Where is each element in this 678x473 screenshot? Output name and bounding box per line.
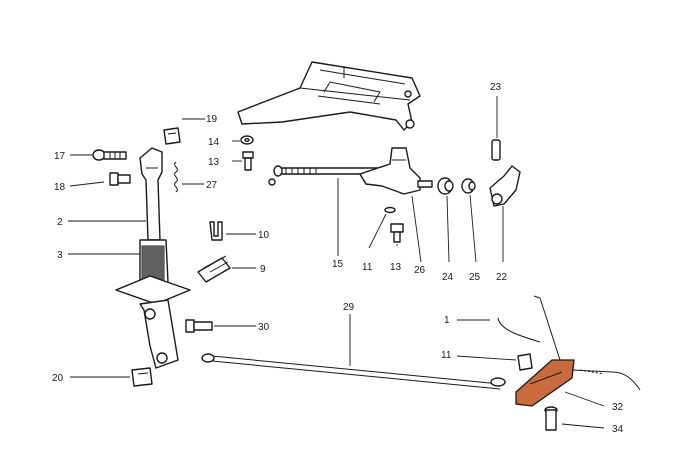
shift-finger-22	[489, 165, 521, 207]
label-27: 27	[206, 180, 218, 191]
label-20-bottom: 20	[52, 373, 64, 384]
label-25: 25	[469, 272, 481, 283]
label-34: 34	[612, 424, 624, 435]
label-10: 10	[258, 230, 270, 241]
washer-16	[240, 135, 254, 145]
screw-13	[390, 223, 404, 243]
pin-23	[491, 139, 501, 161]
bolt-18	[92, 149, 127, 161]
selector-fork	[359, 147, 433, 195]
label-16: 14	[208, 137, 220, 148]
clip-11	[517, 353, 533, 371]
label-29: 29	[343, 302, 355, 313]
label-30: 30	[258, 322, 270, 333]
bolt-19	[109, 172, 131, 186]
clip-10	[209, 221, 223, 241]
label-1: 1	[444, 315, 450, 326]
lever-32-highlighted	[515, 359, 641, 407]
pin-9	[197, 255, 231, 283]
clip-20-bottom	[131, 367, 153, 387]
label-20-top: 19	[206, 114, 218, 125]
label-2: 2	[57, 217, 63, 228]
label-24: 24	[442, 272, 454, 283]
upper-bracket	[237, 61, 421, 131]
label-14: 11	[362, 262, 373, 273]
label-23: 23	[490, 82, 502, 93]
label-13: 13	[390, 262, 402, 273]
label-19: 18	[54, 182, 66, 193]
label-17: 15	[332, 259, 344, 270]
spring-27	[174, 161, 178, 193]
pin-14	[384, 206, 396, 214]
bushing-25	[461, 178, 476, 194]
screw-15	[242, 151, 254, 171]
label-22: 22	[496, 272, 508, 283]
label-3: 3	[57, 250, 63, 261]
label-32: 32	[612, 402, 624, 413]
bolt-34	[544, 406, 558, 431]
label-18: 17	[54, 151, 66, 162]
part-labels: 17 18 2 3 20 19 14 13 27 10 9 30 15 11 1…	[52, 82, 624, 435]
clip-20-top	[163, 127, 181, 145]
label-11: 11	[441, 350, 452, 361]
label-15: 13	[208, 157, 220, 168]
bracket-detail	[323, 66, 381, 103]
label-9: 9	[260, 264, 266, 275]
long-rod-29	[201, 353, 506, 390]
rod-1	[497, 295, 561, 361]
bushing-24	[437, 177, 454, 195]
gear-lever	[115, 147, 191, 369]
leader-lines	[68, 96, 605, 429]
label-26: 26	[414, 265, 426, 276]
bolt-30	[185, 319, 213, 333]
